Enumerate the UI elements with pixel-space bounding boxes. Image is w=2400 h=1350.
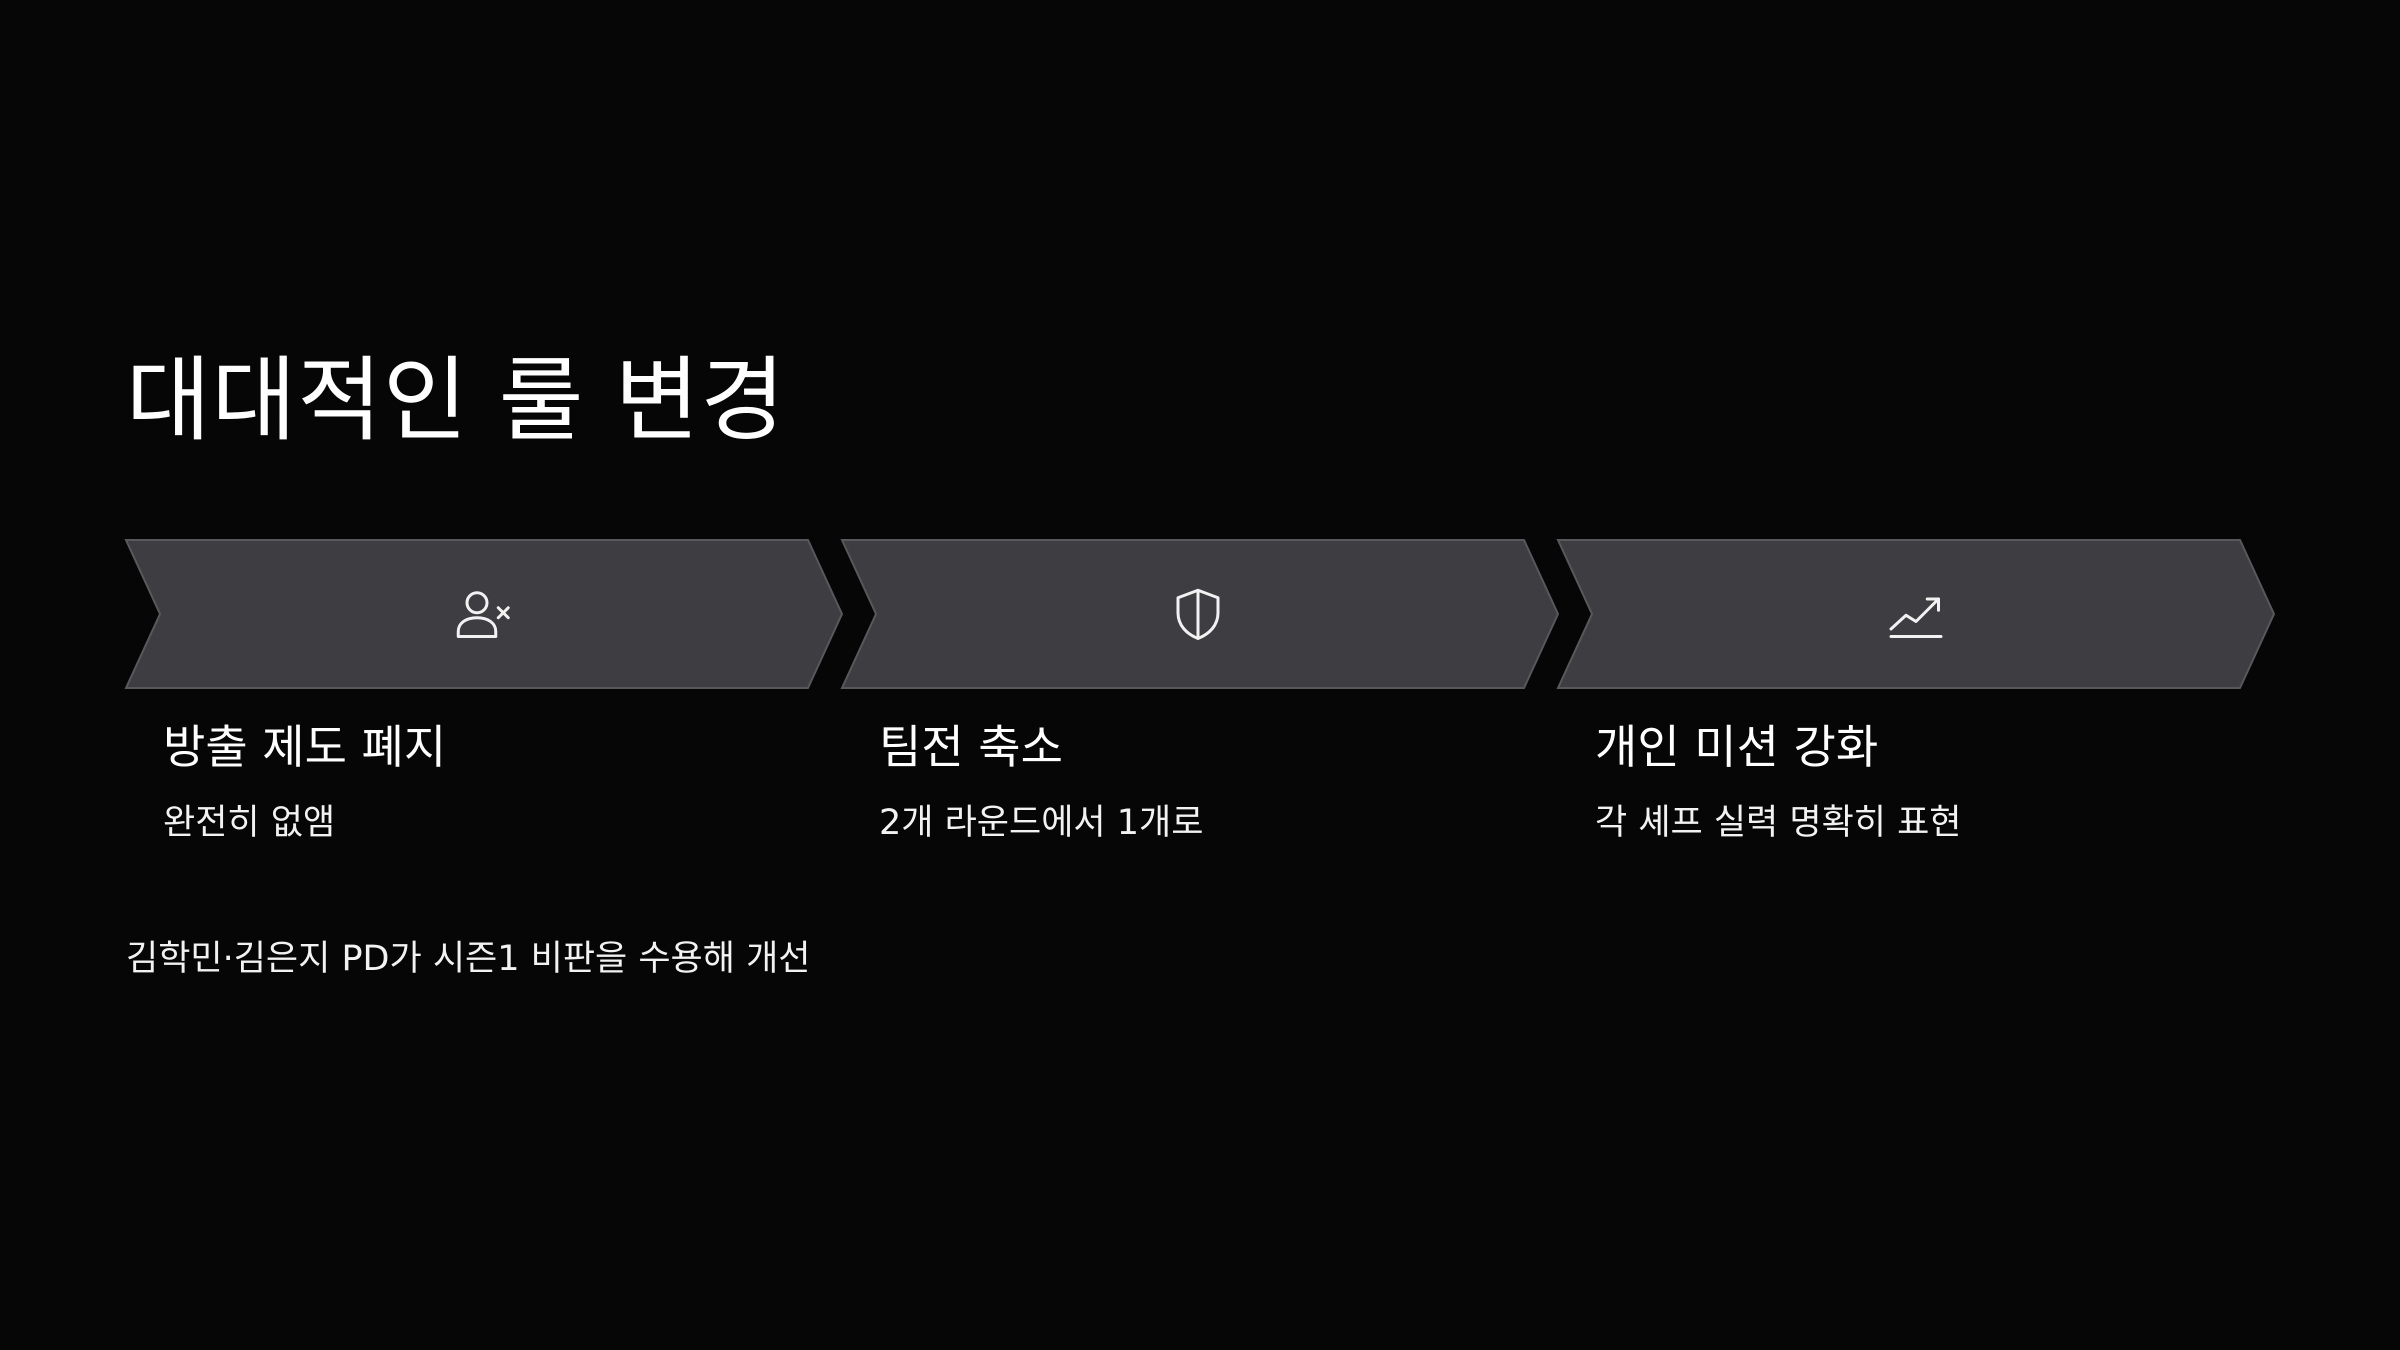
step-3-description: 각 셰프 실력 명확히 표현 — [1595, 803, 1962, 843]
step-1-description: 완전히 없앰 — [163, 803, 336, 843]
step-3-title: 개인 미션 강화 — [1595, 720, 1879, 774]
chevron-arrow-shape — [840, 539, 1560, 689]
step-2-title: 팀전 축소 — [879, 720, 1063, 774]
user-x-icon — [456, 591, 510, 638]
chevron-arrow-shape — [1556, 539, 2276, 689]
shield-icon — [1176, 588, 1220, 640]
process-step-2 — [840, 539, 1560, 689]
slide-title: 대대적인 룰 변경 — [126, 347, 786, 454]
step-2-description: 2개 라운드에서 1개로 — [879, 803, 1204, 843]
chevron-arrow-shape — [124, 539, 844, 689]
trend-up-icon — [1889, 597, 1943, 638]
footnote: 김학민·김은지 PD가 시즌1 비판을 수용해 개선 — [126, 939, 811, 979]
process-step-3 — [1556, 539, 2276, 689]
step-1-title: 방출 제도 폐지 — [163, 720, 447, 774]
process-step-1 — [124, 539, 844, 689]
